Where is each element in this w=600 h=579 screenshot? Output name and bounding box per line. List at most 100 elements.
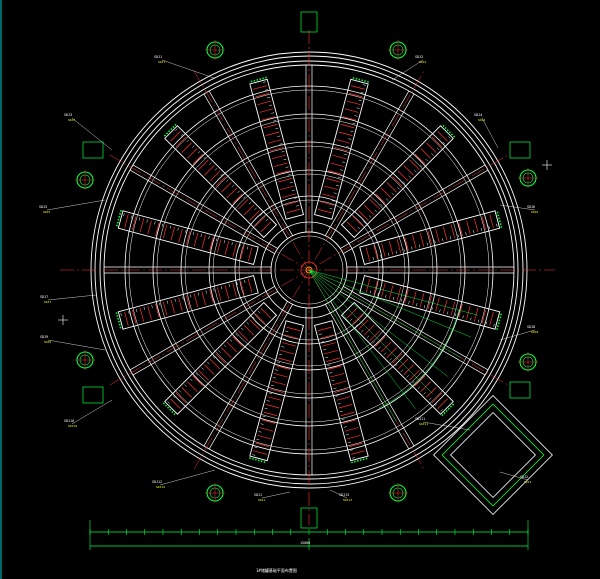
strip-rebar (243, 204, 255, 216)
leader-line (261, 491, 291, 499)
leader-line (159, 469, 216, 486)
strip-rebar (175, 392, 187, 404)
strip-rebar (232, 283, 237, 297)
strip-mark (333, 387, 337, 389)
strip-rebar (320, 334, 334, 339)
strip-rebar (369, 199, 380, 210)
strip-rebar (351, 85, 365, 90)
drawing-title: 1#储罐基础平面布置图 (256, 567, 297, 573)
dimension-ray (308, 269, 448, 377)
radial-beam (208, 90, 293, 236)
strip-mark (185, 229, 187, 233)
strip-mark (275, 127, 279, 130)
strip-rebar (435, 228, 440, 243)
strip-mark (151, 304, 153, 308)
strip-mark (262, 81, 266, 83)
callout-label: SDJ2 (415, 55, 423, 59)
strip-rebar (344, 108, 359, 113)
strip-mark (462, 315, 464, 319)
strip-mark (337, 177, 341, 179)
callout-sub: SDJ11 (419, 422, 428, 426)
strip-mark (203, 156, 206, 160)
strip-mark (239, 244, 241, 248)
radial-beam (340, 164, 486, 249)
strip-rebar (238, 199, 249, 210)
strip-mark (329, 372, 333, 374)
strip-rebar (238, 330, 249, 341)
leader-line (481, 117, 499, 149)
strip-rebar (322, 193, 336, 198)
strip-mark (279, 353, 283, 356)
strip-rebar (147, 220, 152, 235)
radial-beam (132, 164, 278, 249)
radial-beam (208, 304, 293, 450)
callout-sub: SDJ5 (43, 210, 50, 214)
leader-line (161, 59, 215, 79)
strip-rebar (253, 85, 267, 90)
strip-rebar (392, 176, 403, 187)
strip-rebar (186, 230, 191, 245)
strip-end-mark (496, 312, 503, 330)
strip-mark (473, 230, 475, 234)
strip-mark (197, 151, 201, 154)
strip-mark (195, 373, 199, 376)
strip-rebar (404, 237, 409, 251)
strip-mark (285, 166, 289, 168)
strip-mark (350, 449, 354, 451)
strip-rebar (263, 411, 278, 417)
strip-rebar (426, 142, 437, 153)
anchor-strip (249, 320, 305, 462)
strip-rebar (186, 295, 191, 310)
strip-mark (262, 415, 266, 417)
leader-line (499, 471, 529, 481)
strip-rebar (247, 278, 253, 293)
callout-sub: SDJ12 (156, 485, 165, 489)
strip-mark (408, 175, 412, 179)
strip-mark (283, 338, 287, 340)
callout-sub: SDJ10 (68, 424, 77, 428)
callout-label: SDJ10 (64, 419, 74, 423)
strip-mark (268, 392, 272, 394)
strip-mark (266, 400, 270, 402)
strip-mark (289, 181, 293, 184)
strip-rebar (397, 170, 409, 182)
strip-mark (448, 136, 451, 139)
dimension-arc (378, 309, 460, 409)
strip-rebar (348, 442, 363, 447)
strip-rebar (340, 411, 355, 417)
strip-mark (237, 190, 240, 194)
strip-rebar (273, 162, 288, 167)
strip-rebar (170, 131, 181, 142)
strip-mark (389, 358, 392, 361)
dimension-ray (308, 269, 433, 394)
strip-mark (493, 323, 495, 327)
strip-mark (182, 296, 184, 300)
strip-mark (213, 288, 215, 292)
strip-mark (231, 184, 235, 188)
strip-mark (442, 141, 445, 145)
strip-rebar (255, 442, 270, 447)
strip-mark (380, 254, 382, 258)
strip-mark (485, 321, 487, 325)
strip-rebar (437, 398, 448, 409)
leader-line (71, 117, 113, 151)
strip-mark (402, 181, 406, 184)
strip-rebar (255, 216, 266, 227)
strip-mark (291, 189, 295, 191)
strip-rebar (342, 116, 357, 121)
strip-mark (358, 99, 362, 102)
strip-rebar (198, 159, 209, 170)
strip-rebar (271, 154, 286, 160)
anchor-strip (164, 125, 278, 239)
strip-mark (264, 89, 268, 91)
strip-mark (327, 364, 331, 366)
strip-mark (135, 308, 138, 313)
strip-mark (271, 112, 275, 114)
strip-rebar (255, 93, 270, 98)
strip-rebar (261, 419, 276, 424)
strip-rebar (332, 380, 347, 386)
strip-rebar (217, 239, 222, 253)
strip-mark (362, 84, 366, 86)
strip-mark (431, 307, 433, 311)
